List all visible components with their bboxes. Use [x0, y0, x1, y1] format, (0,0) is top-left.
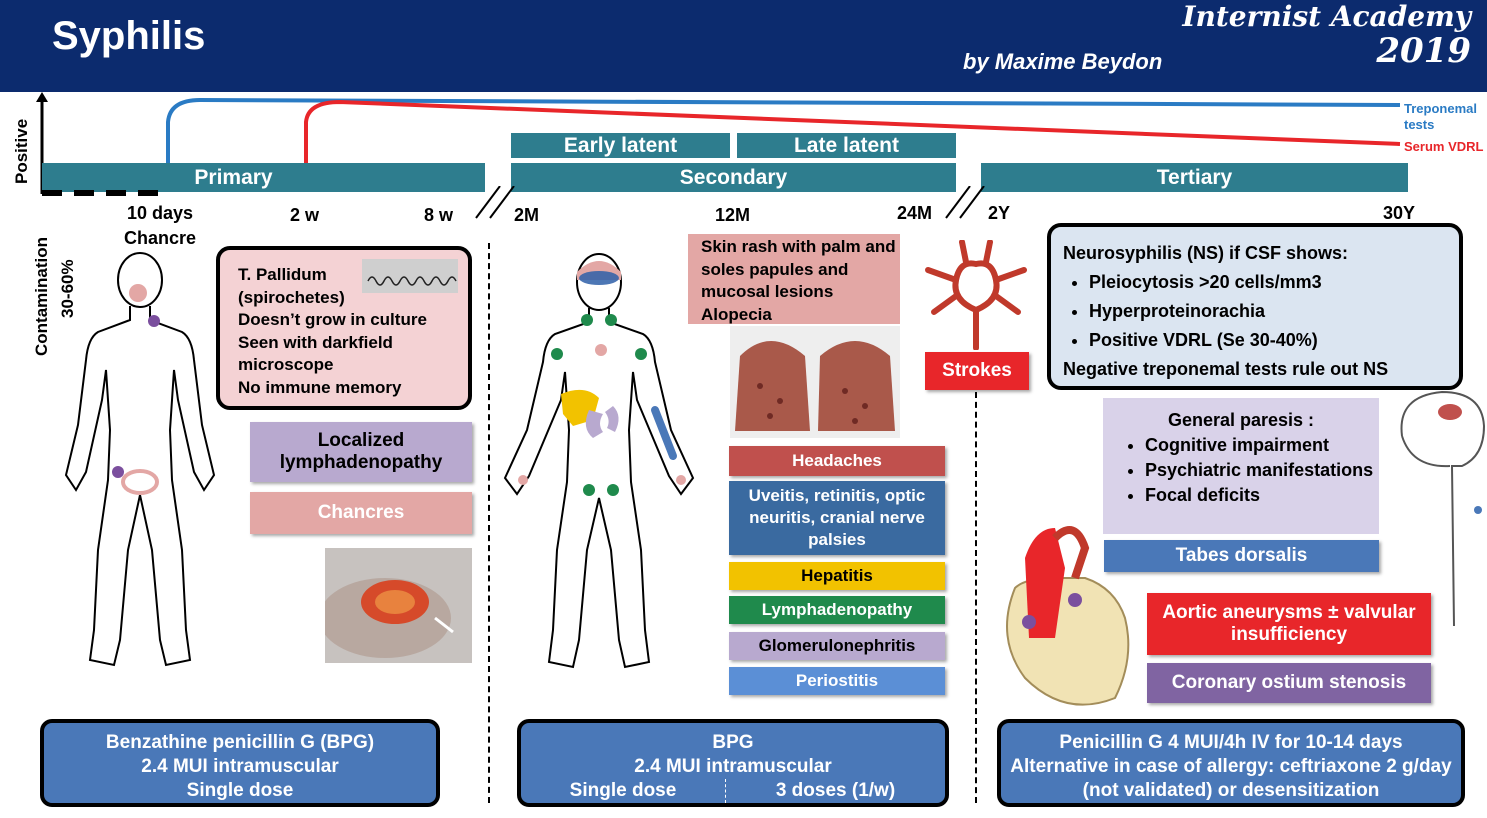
- skin-rash-label: Skin rash with palm and soles papules an…: [688, 234, 900, 324]
- tick-24m: 24M: [897, 203, 933, 223]
- tick-2y: 2Y: [988, 203, 1011, 223]
- page-title: Syphilis: [52, 14, 206, 58]
- treatment-tertiary: Penicillin G 4 MUI/4h IV for 10-14 days …: [997, 719, 1465, 807]
- tick-8w: 8 w: [424, 205, 454, 225]
- chancres-label: Chancres: [250, 492, 472, 534]
- stage-secondary: Secondary: [511, 163, 956, 192]
- strokes-label: Strokes: [925, 352, 1029, 390]
- uveitis-label: Uveitis, retinitis, optic neuritis, cran…: [729, 481, 945, 555]
- brand-logo: Internist Academy 2019: [1182, 0, 1471, 71]
- stage-tertiary: Tertiary: [981, 163, 1408, 192]
- tick-2m: 2M: [514, 205, 540, 225]
- tabes-dorsalis-label: Tabes dorsalis: [1104, 540, 1379, 572]
- vdrl-label: Serum VDRL: [1404, 139, 1484, 154]
- stage-early-latent: Early latent: [511, 133, 730, 158]
- body-figure-primary: [64, 252, 216, 667]
- separator-primary-secondary: [488, 243, 490, 803]
- tick-30y: 30Y: [1383, 203, 1416, 223]
- glomerulonephritis-label: Glomerulonephritis: [729, 632, 945, 660]
- header-bar: [0, 0, 1487, 92]
- treatment-primary: Benzathine penicillin G (BPG) 2.4 MUI in…: [40, 719, 440, 807]
- neurosyphilis-box: Neurosyphilis (NS) if CSF shows: Pleiocy…: [1047, 223, 1463, 390]
- periostitis-label: Periostitis: [729, 667, 945, 695]
- tick-2w: 2 w: [290, 205, 320, 225]
- separator-secondary-tertiary: [975, 392, 977, 803]
- aortic-aneurysm-label: Aortic aneurysms ± valvular insufficienc…: [1147, 593, 1431, 655]
- y-axis-arrow: [36, 92, 48, 102]
- coronary-stenosis-label: Coronary ostium stenosis: [1147, 663, 1431, 703]
- treponemal-label: Treponemal tests: [1404, 101, 1477, 132]
- heart-image: [1006, 526, 1130, 706]
- tick-chancre: Chancre: [124, 228, 197, 248]
- treponemal-curve: [166, 97, 1401, 164]
- treatment-secondary: BPG 2.4 MUI intramuscular Single dose 3 …: [517, 719, 949, 807]
- spirochete-image: [362, 259, 458, 293]
- lymphadenopathy-label: Lymphadenopathy: [729, 596, 945, 624]
- palm-rash-photo: [730, 326, 900, 438]
- contamination-label: Contamination: [32, 237, 51, 356]
- brain-arteries-image: [925, 240, 1027, 350]
- stage-late-latent: Late latent: [737, 133, 956, 158]
- author-byline: by Maxime Beydon: [963, 49, 1163, 74]
- pallidum-info-box: T. Pallidum (spirochetes) Doesn’t grow i…: [216, 246, 472, 410]
- chancre-photo: [325, 548, 472, 663]
- tick-12m: 12M: [715, 205, 751, 225]
- body-figure-secondary: [503, 253, 695, 669]
- stage-primary: Primary: [42, 163, 485, 192]
- general-paresis-box: General paresis : Cognitive impairment P…: [1103, 398, 1379, 534]
- vdrl-curve: [304, 99, 1401, 182]
- hepatitis-label: Hepatitis: [729, 562, 945, 590]
- localized-lymph-label: Localized lymphadenopathy: [250, 422, 472, 482]
- tick-10-days: 10 days: [127, 203, 194, 223]
- brain-spine-image: [1400, 390, 1486, 627]
- y-axis-label: Positive: [12, 118, 31, 184]
- timeline-breaks: [42, 186, 985, 219]
- headaches-label: Headaches: [729, 446, 945, 476]
